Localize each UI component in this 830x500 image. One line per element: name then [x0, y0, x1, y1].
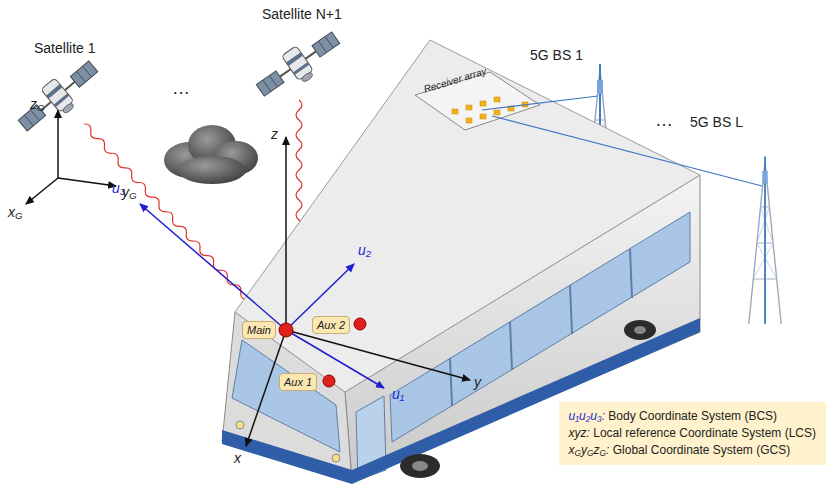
axis-label: y [474, 374, 481, 391]
satellite-name: Satellite N+1 [262, 6, 342, 23]
base-station-name: 5G BS 1 [530, 47, 583, 64]
axis-label: z [271, 126, 278, 143]
axis-label: u₁ [392, 386, 404, 403]
point-tag: Aux 1 [279, 373, 317, 391]
axis-label: u₂ [358, 242, 371, 259]
legend-line: xyz: Local reference Coordinate System (… [569, 425, 816, 442]
satellite-name: Satellite 1 [34, 40, 95, 57]
point-name: Main [247, 323, 271, 337]
axis-label: xG [8, 204, 23, 221]
point-tag: Aux 2 [312, 316, 350, 334]
ellipsis: … [655, 110, 673, 132]
ellipsis: … [172, 78, 190, 100]
point-name: Aux 2 [317, 318, 345, 332]
base-station-name: 5G BS L [690, 114, 743, 131]
point-name: Aux 1 [284, 375, 312, 389]
axis-label: yG [122, 184, 137, 201]
axis-label: zG [30, 96, 45, 113]
legend-line: xGyGzG: Global Coordinate System (GCS) [569, 442, 816, 459]
legend-line: u₁u₂u₃: Body Coordinate System (BCS) [569, 408, 816, 425]
axis-label: x [234, 450, 241, 467]
point-tag: Main [242, 321, 276, 339]
coordinate-legend-box: u₁u₂u₃: Body Coordinate System (BCS)xyz:… [559, 402, 826, 465]
